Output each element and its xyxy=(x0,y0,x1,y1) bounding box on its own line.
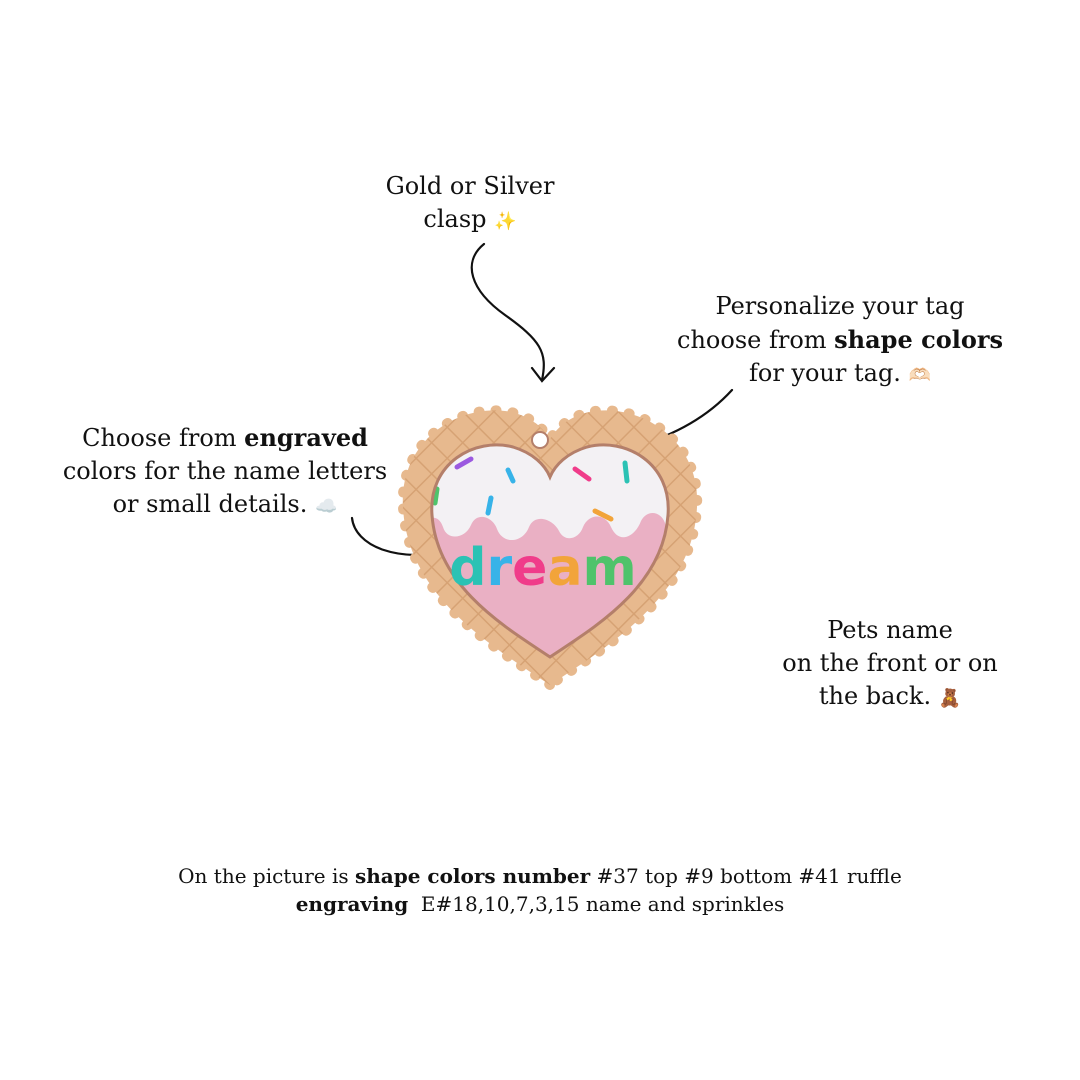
footer-line2-bold: engraving xyxy=(295,892,409,916)
engraved-note-line2: colors for the name letters xyxy=(62,457,388,485)
pets-note-line3: the back. xyxy=(818,682,932,710)
engraved-note-line3: or small details. xyxy=(112,490,308,518)
clasp-hole xyxy=(531,431,549,449)
heart-tag-image: dream xyxy=(397,405,703,692)
footer-line1-prefix: On the picture is xyxy=(178,864,355,888)
pets-note-line1: Pets name xyxy=(827,616,953,644)
pets-name-note: Pets name on the front or on the back. 🧸 xyxy=(770,614,1010,715)
footer-line2-suffix: E#18,10,7,3,15 name and sprinkles xyxy=(408,892,785,916)
engraved-colors-note: Choose from engraved colors for the name… xyxy=(40,421,410,523)
sprinkles xyxy=(432,456,630,522)
sprinkle xyxy=(432,486,440,506)
name-letter: d xyxy=(449,538,486,598)
name-letter: m xyxy=(583,538,637,598)
clasp-arrowhead xyxy=(530,366,556,383)
sprinkle xyxy=(622,460,630,484)
footer-caption: On the picture is shape colors number #3… xyxy=(140,862,940,918)
sparkles-icon: ✨ xyxy=(494,211,517,232)
engraved-name: dream xyxy=(449,538,636,598)
clasp-note-line1: Gold or Silver xyxy=(385,172,555,200)
teddy-bear-icon: 🧸 xyxy=(938,688,962,709)
heart-hands-icon: 🫶🏻 xyxy=(908,365,931,386)
shape-colors-note: Personalize your tag choose from shape c… xyxy=(660,290,1020,392)
shape-note-line3: for your tag. xyxy=(748,359,901,387)
shape-note-line2-prefix: choose from xyxy=(677,326,835,354)
name-letter: r xyxy=(487,538,513,598)
shape-note-line2-bold: shape colors xyxy=(834,325,1003,354)
sprinkle xyxy=(572,466,592,482)
sprinkle xyxy=(485,495,494,516)
shape-note-line1: Personalize your tag xyxy=(715,292,965,320)
footer-line1-bold: shape colors number xyxy=(354,864,591,888)
clasp-arrow xyxy=(470,242,545,382)
cloud-icon: ☁️ xyxy=(314,496,338,517)
sprinkle xyxy=(592,508,614,522)
sprinkle xyxy=(505,467,516,484)
pets-note-line2: on the front or on xyxy=(782,649,998,677)
sprinkle xyxy=(454,456,474,470)
name-letter: a xyxy=(547,538,582,598)
clasp-note: Gold or Silver clasp ✨ xyxy=(340,170,600,238)
engraved-note-line1-bold: engraved xyxy=(244,423,368,452)
inner-heart-outline xyxy=(430,443,670,659)
clasp-note-line2: clasp xyxy=(423,205,487,233)
name-letter: e xyxy=(512,538,547,598)
footer-line1-suffix: #37 top #9 bottom #41 ruffle xyxy=(590,864,902,888)
engraved-note-line1-prefix: Choose from xyxy=(82,424,245,452)
